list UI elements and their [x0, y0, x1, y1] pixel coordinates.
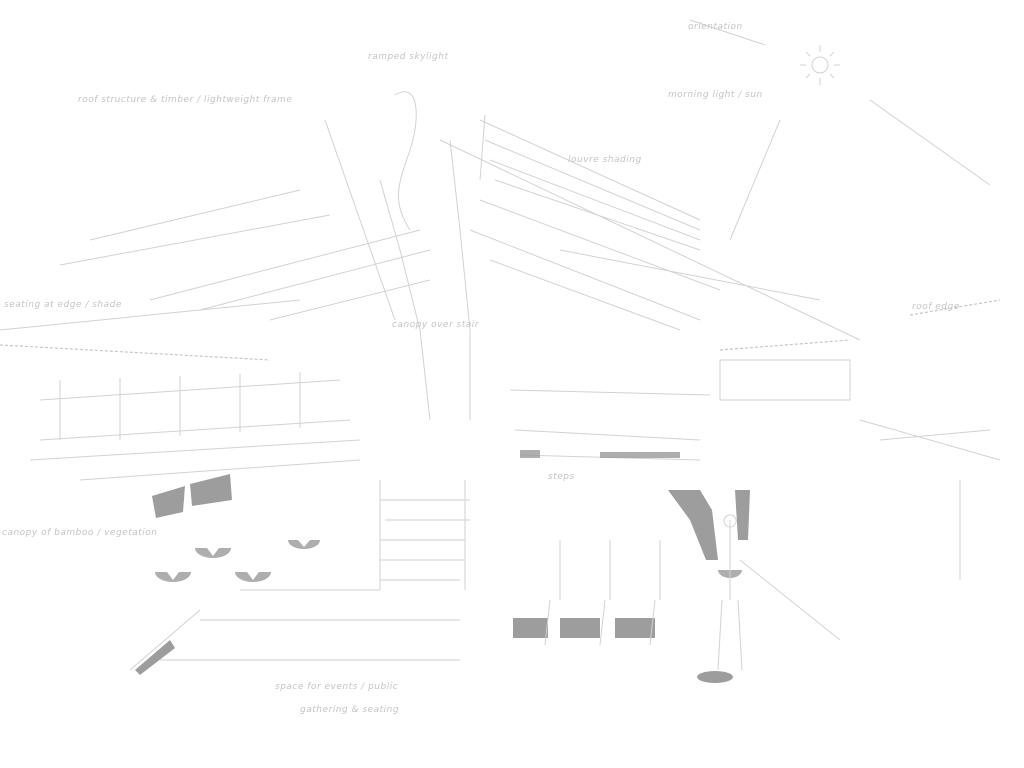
louvre-panel: [479, 114, 701, 251]
floor-lines: [129, 559, 841, 671]
annotation-orientation: orientation: [688, 22, 743, 32]
stair: [379, 480, 470, 590]
annotation-canopy-stair: canopy over stair: [392, 320, 479, 330]
roof-structure: [0, 19, 1001, 361]
annotation-louvre: louvre shading: [568, 155, 642, 165]
annotation-roof-edge: roof edge: [912, 302, 960, 312]
annotation-seating-edge: seating at edge / shade: [4, 300, 122, 310]
annotation-events-space: space for events / public: [275, 682, 399, 692]
annotation-roof-structure: roof structure & timber / lightweight fr…: [78, 95, 293, 105]
annotation-gathering: gathering & seating: [300, 705, 400, 715]
annotation-steps: steps: [548, 472, 575, 482]
annotation-morning-light: morning light / sun: [668, 90, 763, 100]
annotation-skylight: ramped skylight: [368, 52, 449, 62]
seating-rows-right: [509, 359, 1001, 580]
annotation-bamboo-canopy: canopy of bamboo / vegetation: [2, 528, 158, 538]
sun-icon: [800, 45, 840, 85]
skylight-spine: [324, 91, 471, 421]
seating-rows-left: [29, 372, 361, 481]
tone-fills: [135, 450, 750, 683]
people: [544, 514, 743, 671]
